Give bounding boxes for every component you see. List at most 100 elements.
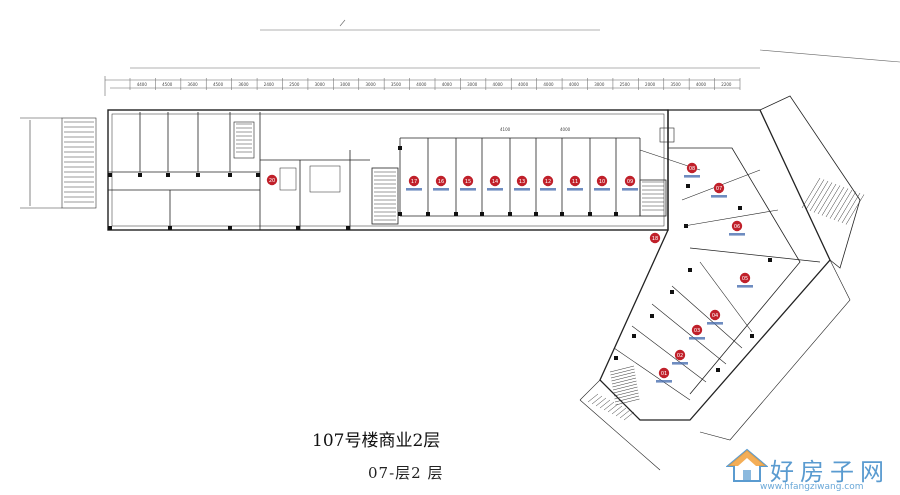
stair-step — [587, 393, 599, 403]
stair-step — [805, 179, 825, 210]
house-logo-icon — [726, 448, 768, 482]
unit-marker-label: 01 — [661, 371, 667, 377]
stair-step — [610, 371, 636, 379]
angled-wing — [579, 95, 861, 471]
unit-marker-label: 18 — [652, 236, 658, 242]
stair-step — [615, 407, 627, 417]
column — [480, 212, 484, 216]
unit-marker-12: 12 — [540, 175, 556, 191]
column — [168, 226, 172, 230]
stair-step — [809, 180, 829, 212]
unit-area-tag — [594, 188, 610, 191]
unit-area-tag — [672, 362, 688, 365]
structural-columns — [108, 146, 772, 372]
column — [650, 314, 654, 318]
unit-marker-label: 10 — [599, 179, 605, 185]
dimension-label: 4500 — [162, 82, 173, 87]
stair-step — [591, 395, 603, 405]
stair-step — [613, 389, 639, 397]
stair-step — [817, 183, 837, 215]
unit-marker-02: 02 — [672, 349, 688, 365]
unit-marker-17: 17 — [406, 175, 422, 191]
unit-marker-dot — [709, 309, 721, 321]
column — [398, 146, 402, 150]
dimension-label: 4000 — [442, 82, 453, 87]
unit-area-tag — [689, 337, 705, 340]
dimension-label: 3000 — [315, 82, 326, 87]
unit-marker-05: 05 — [737, 272, 753, 288]
column — [534, 212, 538, 216]
stair-step — [612, 380, 637, 388]
dimension-label: 3000 — [594, 82, 605, 87]
stair-step — [801, 177, 821, 209]
unit-marker-16: 16 — [433, 175, 449, 191]
unit-marker-13: 13 — [514, 175, 530, 191]
stair-step — [841, 192, 861, 224]
column — [716, 368, 720, 372]
dimension-label: 2000 — [645, 82, 656, 87]
unit-marker-01: 01 — [656, 367, 672, 383]
dimension-label: 3500 — [391, 82, 402, 87]
stair-step — [825, 186, 845, 218]
dimension-label: 4400 — [137, 82, 148, 87]
unit-marker-15: 15 — [460, 175, 476, 191]
dimension-label: 3500 — [670, 82, 681, 87]
stair-step — [845, 194, 865, 225]
dimension-label: 4500 — [213, 82, 224, 87]
dimension-label: 3600 — [188, 82, 199, 87]
plan-subtitle: 07-层2 层 — [368, 464, 444, 482]
east-stairs — [801, 177, 865, 225]
unit-marker-dot — [713, 182, 725, 194]
unit-marker-dot — [408, 175, 420, 187]
stair-step — [623, 411, 635, 421]
unit-marker-label: 08 — [689, 166, 695, 172]
unit-area-tag — [433, 188, 449, 191]
column — [768, 258, 772, 262]
column — [166, 173, 170, 177]
dimension-label: 4100 — [500, 127, 511, 132]
stair-step — [609, 365, 635, 373]
unit-marker-label: 07 — [716, 186, 722, 192]
unit-marker-18: 18 — [649, 232, 661, 244]
dimension-label: 3000 — [365, 82, 376, 87]
column — [614, 356, 618, 360]
unit-marker-07: 07 — [711, 182, 727, 198]
column — [454, 212, 458, 216]
unit-marker-20: 20 — [266, 174, 278, 186]
unit-marker-label: 16 — [438, 179, 444, 185]
column — [398, 212, 402, 216]
unit-area-tag — [487, 188, 503, 191]
stair-step — [829, 188, 849, 219]
wing-stairs — [587, 365, 640, 421]
column — [588, 212, 592, 216]
unit-marker-dot — [435, 175, 447, 187]
unit-marker-label: 09 — [627, 179, 633, 185]
unit-marker-10: 10 — [594, 175, 610, 191]
column — [738, 206, 742, 210]
unit-area-tag — [540, 188, 556, 191]
stair-step — [613, 386, 638, 394]
unit-marker-dot — [624, 175, 636, 187]
dimension-label: 4000 — [569, 82, 580, 87]
unit-marker-08: 08 — [684, 162, 700, 178]
stair-step — [813, 182, 833, 213]
column — [138, 173, 142, 177]
stair-step — [614, 392, 639, 400]
unit-marker-dot — [686, 162, 698, 174]
column — [686, 184, 690, 188]
dimension-label: 2500 — [289, 82, 300, 87]
unit-area-tag — [707, 322, 723, 325]
unit-marker-dot — [266, 174, 278, 186]
dimension-label: 4000 — [560, 127, 571, 132]
unit-area-tag — [656, 380, 672, 383]
stair-step — [611, 377, 637, 385]
unit-marker-dot — [739, 272, 751, 284]
unit-marker-label: 02 — [677, 353, 683, 359]
unit-marker-label: 06 — [734, 224, 740, 230]
column — [750, 334, 754, 338]
unit-area-tag — [711, 195, 727, 198]
unit-marker-dot — [489, 175, 501, 187]
column — [670, 290, 674, 294]
unit-marker-09: 09 — [622, 175, 638, 191]
